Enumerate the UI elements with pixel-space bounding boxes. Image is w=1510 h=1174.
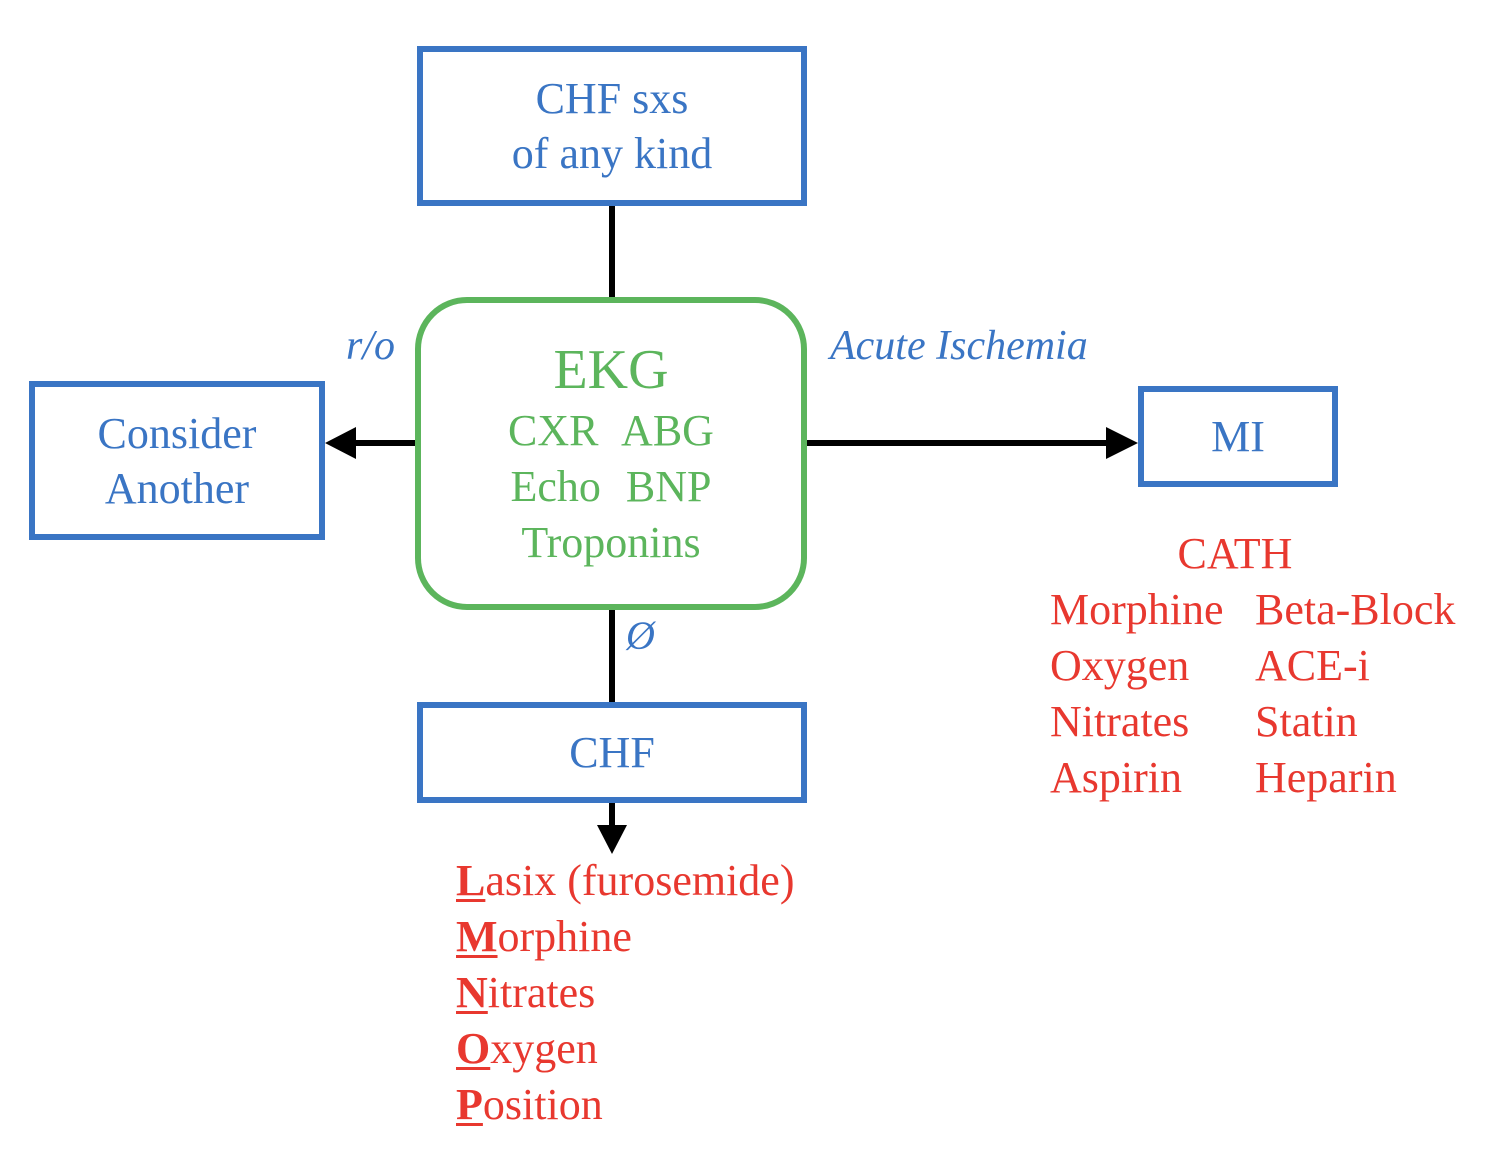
mi-treatment-row: Nitrates Statin — [1050, 694, 1480, 750]
node-chf: CHF — [417, 702, 807, 803]
arrowhead-chf-treatment — [597, 825, 627, 854]
chf-treatment-item: Lasix (furosemide) — [456, 853, 794, 909]
mnemonic-letter: L — [456, 856, 486, 905]
mnemonic-letter: O — [456, 1024, 491, 1073]
node-mi-label: MI — [1211, 412, 1265, 461]
node-consider-another: Consider Another — [29, 381, 325, 540]
mi-treatment-item: Beta-Block — [1255, 585, 1456, 634]
edge-label-rule-out: r/o — [346, 323, 396, 369]
mi-treatment-item: Aspirin — [1050, 753, 1182, 802]
node-chf-symptoms-line2: of any kind — [511, 129, 713, 178]
mi-treatment-item: Heparin — [1255, 753, 1397, 802]
node-chf-symptoms: CHF sxs of any kind — [417, 46, 807, 206]
node-chf-label: CHF — [569, 728, 655, 777]
mnemonic-letter: M — [456, 912, 498, 961]
mi-treatment-item: ACE-i — [1255, 641, 1370, 690]
mi-treatment-item: Morphine — [1050, 585, 1224, 634]
node-consider-line2: Another — [104, 463, 250, 513]
chf-treatment-item: Morphine — [456, 909, 794, 965]
mnemonic-letter: P — [456, 1080, 483, 1129]
mnemonic-rest: xygen — [490, 1024, 598, 1073]
arrowhead-mi — [1106, 427, 1138, 459]
node-workup-row2: Echo BNP — [510, 461, 712, 511]
mi-treatment-item: Nitrates — [1050, 697, 1190, 746]
mi-treatment-item: Statin — [1255, 697, 1358, 746]
chf-treatment-item: Oxygen — [456, 1021, 794, 1077]
mnemonic-rest: asix (furosemide) — [485, 856, 795, 905]
node-consider-line1: Consider — [97, 408, 257, 458]
mnemonic-letter: N — [456, 968, 488, 1017]
edge-label-null: Ø — [626, 613, 655, 658]
arrowhead-consider — [325, 427, 356, 459]
mi-treatment-row: Oxygen ACE-i — [1050, 638, 1480, 694]
mi-treatment-header: CATH — [1177, 529, 1293, 578]
mnemonic-rest: itrates — [487, 968, 596, 1017]
mnemonic-rest: orphine — [497, 912, 632, 961]
node-chf-symptoms-line1: CHF sxs — [535, 74, 689, 123]
node-workup: EKG CXR ABG Echo BNP Troponins — [415, 297, 807, 610]
mi-treatment-row: Aspirin Heparin — [1050, 750, 1480, 806]
mi-treatment-item: Oxygen — [1050, 641, 1190, 690]
edge-label-acute-ischemia: Acute Ischemia — [830, 323, 1088, 369]
node-workup-title: EKG — [553, 338, 669, 401]
mnemonic-rest: osition — [482, 1080, 603, 1129]
mi-treatment-row: Morphine Beta-Block — [1050, 582, 1480, 638]
node-mi: MI — [1138, 386, 1338, 487]
chf-treatment-item: Position — [456, 1077, 794, 1133]
node-workup-row3: Troponins — [521, 517, 701, 567]
chf-treatment-item: Nitrates — [456, 965, 794, 1021]
node-workup-row1: CXR ABG — [508, 405, 714, 455]
